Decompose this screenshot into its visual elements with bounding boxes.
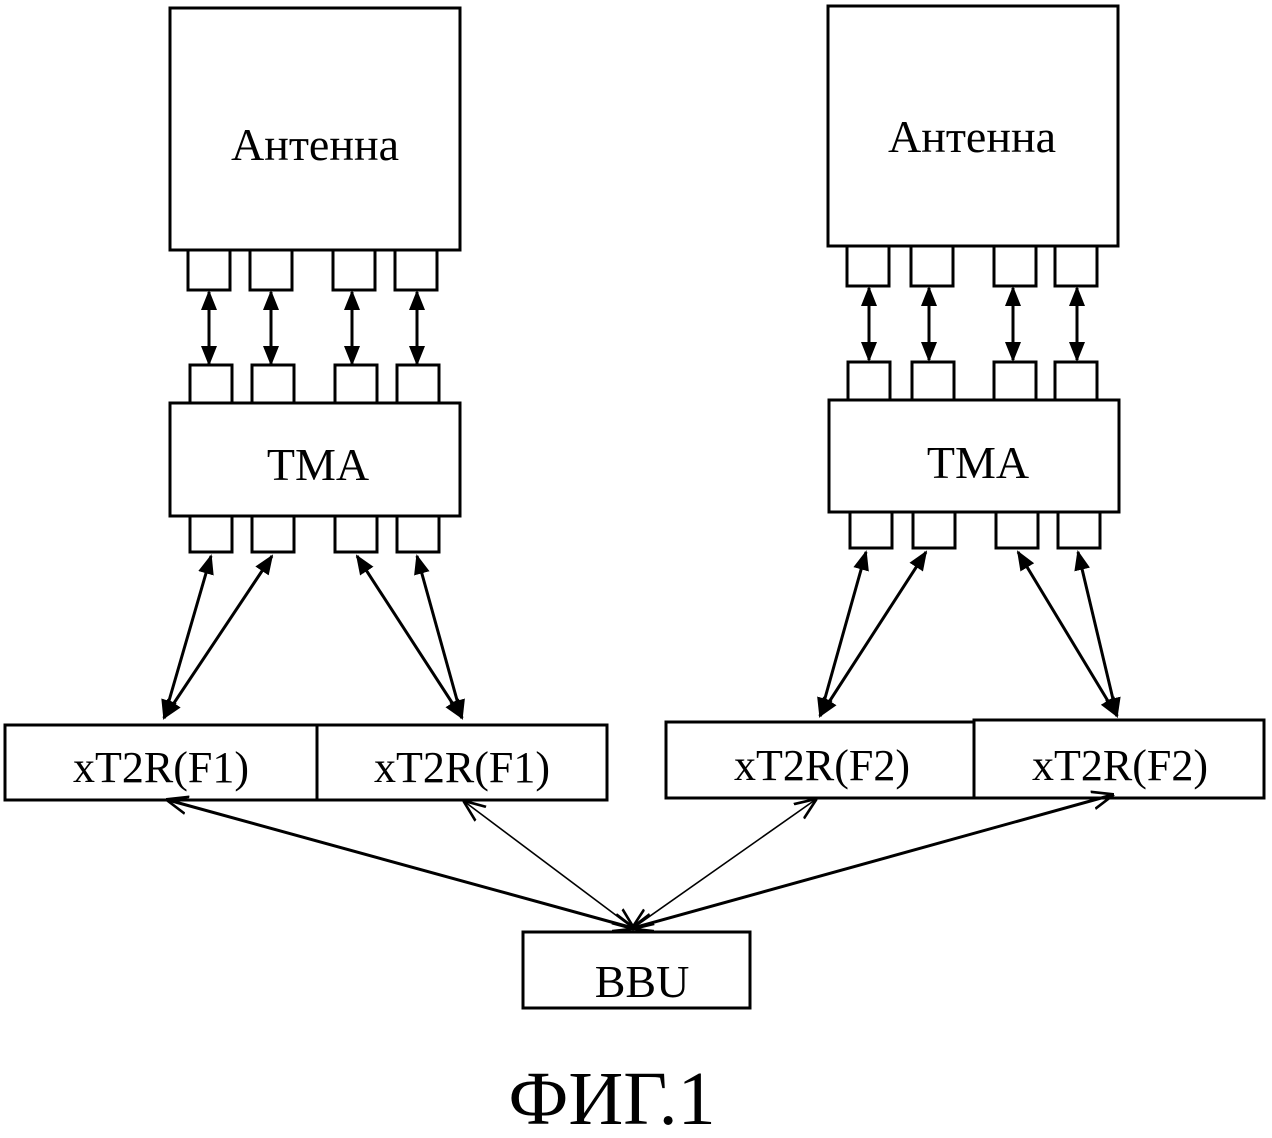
bidirectional-arrow	[818, 550, 928, 718]
antenna-port	[248, 248, 294, 292]
tma-port	[250, 514, 296, 554]
tma-port	[333, 514, 379, 554]
tma-port	[846, 360, 892, 402]
tma-unit-links-left	[161, 554, 465, 720]
unit-box-left-1	[3, 723, 319, 802]
branch-right: Антенна TMA	[664, 4, 1266, 800]
unit-box-right-2	[972, 718, 1266, 800]
tma-port	[333, 363, 379, 405]
tma-port	[395, 514, 441, 554]
tma-unit-links-right	[817, 550, 1121, 718]
branch-left: Антенна TMA	[3, 6, 609, 802]
tma-port	[188, 363, 234, 405]
tma-label-left: TMA	[267, 439, 369, 490]
tma-top-ports-left	[188, 363, 441, 405]
unit-box-left-2	[315, 723, 609, 802]
bidirectional-arrow	[168, 800, 633, 928]
unit-label-left-1: xT2R(F1)	[73, 743, 249, 792]
antenna-ports-right	[845, 244, 1099, 288]
tma-port	[1056, 510, 1102, 550]
bidirectional-arrow	[1074, 550, 1121, 718]
bidirectional-arrow	[633, 800, 815, 928]
bidirectional-arrow	[1016, 550, 1119, 718]
antenna-port	[909, 244, 955, 288]
tma-port	[992, 360, 1038, 402]
bidirectional-arrow	[465, 802, 633, 928]
bbu-label: BBU	[595, 956, 690, 1007]
antenna-ports-left	[186, 248, 439, 292]
antenna-port	[845, 244, 891, 288]
unit-label-right-1: xT2R(F2)	[734, 741, 910, 790]
unit-label-left-2: xT2R(F1)	[374, 743, 550, 792]
antenna-tma-links-left	[201, 290, 425, 366]
antenna-port	[186, 248, 232, 292]
unit-label-right-2: xT2R(F2)	[1032, 741, 1208, 790]
unit-bbu-links	[168, 795, 1112, 928]
antenna-port	[393, 248, 439, 292]
tma-bottom-ports-right	[848, 510, 1102, 550]
tma-port	[910, 360, 956, 402]
bidirectional-arrow	[355, 554, 464, 720]
tma-port	[848, 510, 894, 550]
tma-port	[188, 514, 234, 554]
bidirectional-arrow	[162, 554, 274, 720]
antenna-tma-links-right	[861, 286, 1085, 362]
antenna-box-left	[168, 6, 462, 252]
bidirectional-arrow	[414, 554, 465, 720]
bidirectional-arrow	[817, 550, 869, 718]
bidirectional-arrow	[161, 554, 214, 720]
antenna-port	[1053, 244, 1099, 288]
antenna-box-right	[826, 4, 1120, 248]
tma-box-right	[827, 398, 1121, 514]
tma-port	[395, 363, 441, 405]
tma-top-ports-right	[846, 360, 1099, 402]
antenna-port	[331, 248, 377, 292]
tma-port	[911, 510, 957, 550]
bbu-box	[521, 930, 752, 1010]
antenna-label-right: Антенна	[888, 111, 1056, 162]
tma-port	[1053, 360, 1099, 402]
tma-box-left	[168, 401, 462, 518]
tma-port	[994, 510, 1040, 550]
figure-caption: ФИГ.1	[508, 1057, 715, 1138]
unit-box-right-1	[664, 720, 976, 800]
tma-port	[250, 363, 296, 405]
tma-bottom-ports-left	[188, 514, 441, 554]
bidirectional-arrow	[633, 795, 1112, 928]
antenna-label-left: Антенна	[231, 119, 399, 170]
tma-label-right: TMA	[927, 437, 1029, 488]
antenna-port	[992, 244, 1038, 288]
